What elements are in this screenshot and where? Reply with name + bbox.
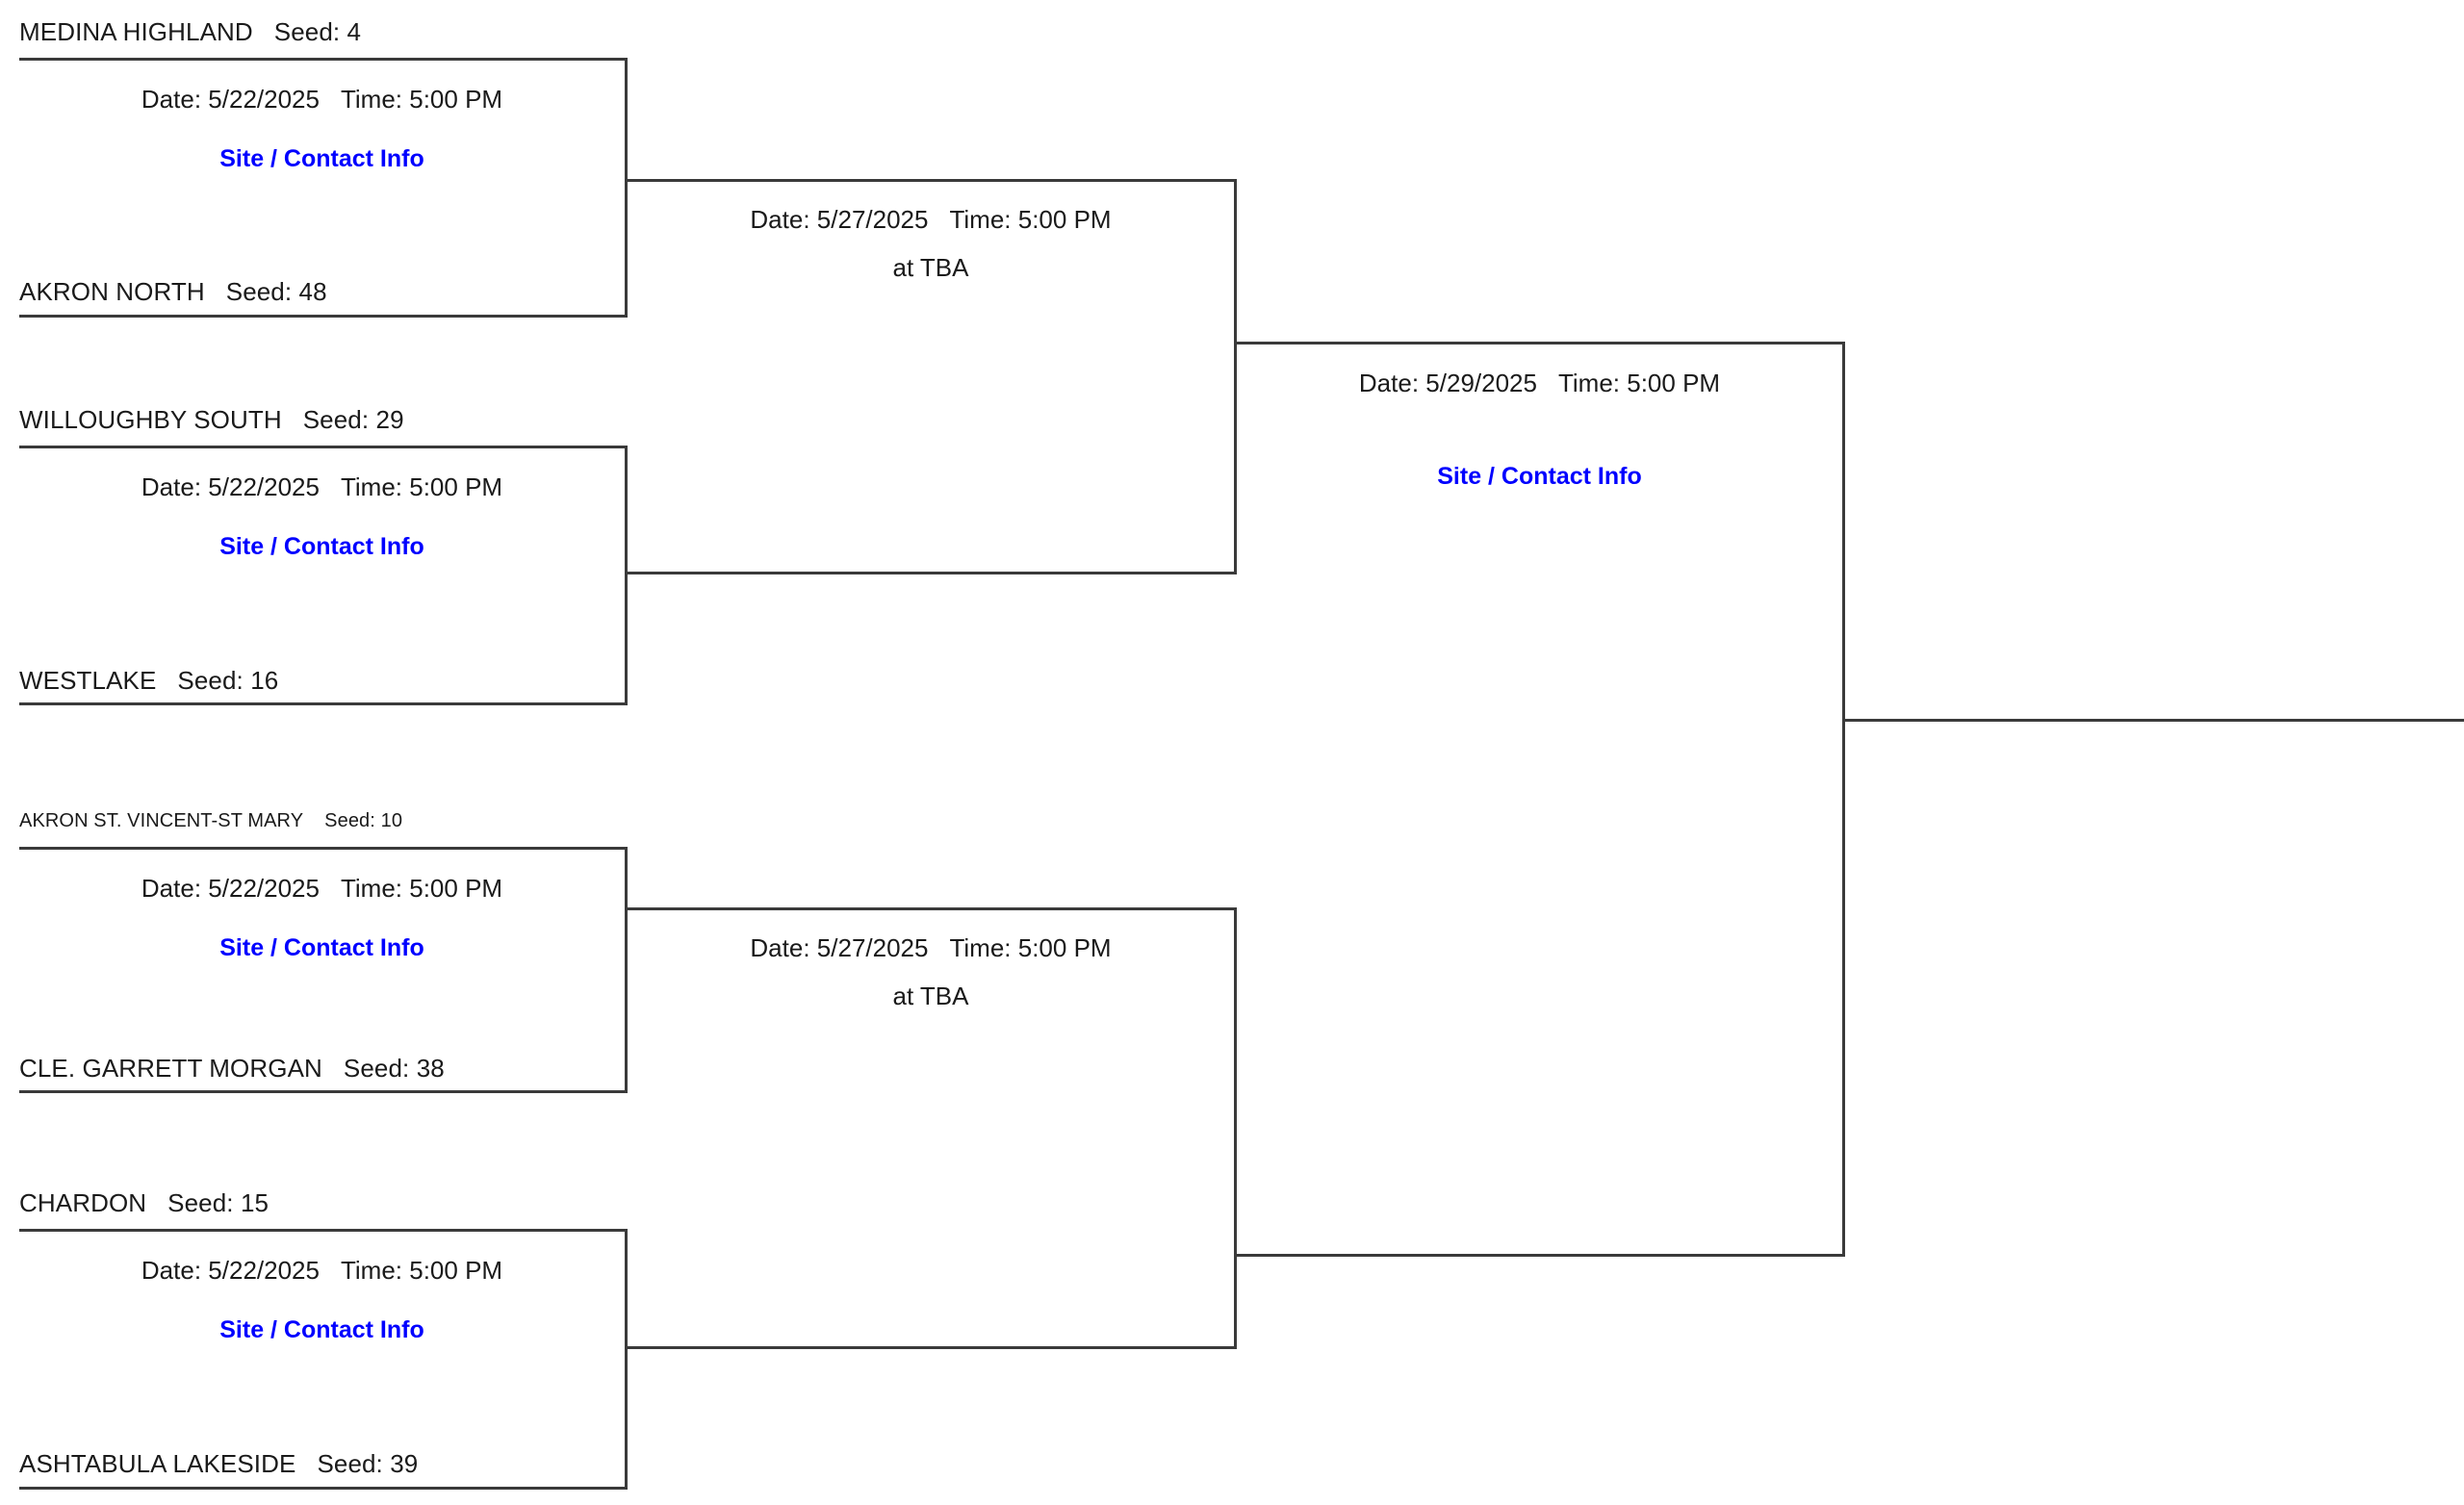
team-name: WESTLAKE	[19, 666, 157, 695]
site-contact-link-r3g1[interactable]: Site / Contact Info	[1437, 463, 1642, 490]
site-contact-link-r1g3[interactable]: Site / Contact Info	[219, 934, 424, 961]
team-seed: Seed: 4	[273, 17, 362, 46]
team-name: MEDINA HIGHLAND	[19, 17, 253, 46]
team-label-r1g3-top: AKRON ST. VINCENT-ST MARY Seed: 10	[19, 811, 402, 830]
team-seed: Seed: 29	[302, 405, 404, 434]
team-seed: Seed: 39	[317, 1449, 419, 1478]
game-venue-r2g1: at TBA	[892, 253, 969, 282]
team-label-r1g4-top: CHARDON Seed: 15	[19, 1190, 269, 1215]
team-label-r1g4-bottom: ASHTABULA LAKESIDE Seed: 39	[19, 1451, 418, 1476]
team-name: WILLOUGHBY SOUTH	[19, 405, 282, 434]
team-label-r1g3-bottom: CLE. GARRETT MORGAN Seed: 38	[19, 1056, 445, 1081]
team-seed: Seed: 10	[324, 810, 403, 831]
team-seed: Seed: 38	[343, 1054, 445, 1083]
game-venue-r2g2: at TBA	[892, 982, 969, 1010]
team-seed: Seed: 15	[167, 1188, 270, 1217]
team-name: AKRON NORTH	[19, 277, 205, 306]
site-contact-link-r1g1[interactable]: Site / Contact Info	[219, 145, 424, 172]
team-seed: Seed: 16	[177, 666, 279, 695]
team-seed: Seed: 48	[225, 277, 327, 306]
team-name: ASHTABULA LAKESIDE	[19, 1449, 296, 1478]
site-contact-link-r1g4[interactable]: Site / Contact Info	[219, 1316, 424, 1343]
team-name: AKRON ST. VINCENT-ST MARY	[19, 810, 304, 831]
site-contact-link-r1g2[interactable]: Site / Contact Info	[219, 533, 424, 560]
team-label-r1g1-top: MEDINA HIGHLAND Seed: 4	[19, 19, 361, 44]
team-label-r1g1-bottom: AKRON NORTH Seed: 48	[19, 279, 327, 304]
team-label-r1g2-bottom: WESTLAKE Seed: 16	[19, 668, 278, 693]
team-name: CHARDON	[19, 1188, 147, 1217]
team-name: CLE. GARRETT MORGAN	[19, 1054, 322, 1083]
team-label-r1g2-top: WILLOUGHBY SOUTH Seed: 29	[19, 407, 404, 432]
champion-advance-line	[1842, 719, 2464, 722]
